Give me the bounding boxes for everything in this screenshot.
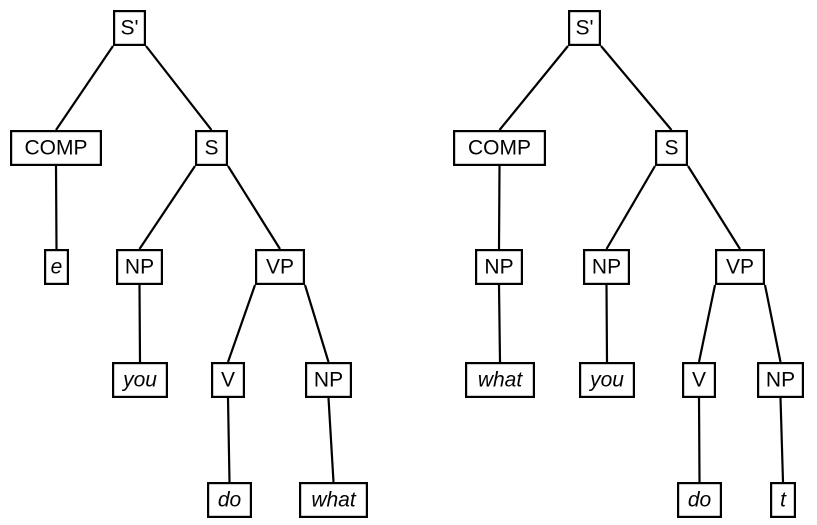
- tree-edge-R-Sbar-to-R-COMP: [498, 45, 569, 131]
- tree-node-l-s[interactable]: S: [195, 130, 229, 167]
- node-box: [681, 362, 716, 399]
- tree-edge-L-NP2-to-L-what: [327, 397, 335, 483]
- tree-edge-R-NP1-to-R-you: [605, 284, 609, 363]
- tree-node-l-np1[interactable]: NP: [115, 249, 163, 286]
- node-box: [111, 362, 168, 399]
- node-box: [578, 362, 635, 399]
- tree-edge-R-VP-to-R-NP2: [763, 284, 782, 363]
- tree-node-l-e[interactable]: e: [43, 249, 69, 286]
- tree-edge-L-VP-to-L-V: [226, 284, 257, 363]
- node-label: NP: [125, 256, 154, 279]
- tree-node-r-np1[interactable]: NP: [582, 249, 630, 286]
- node-box: [207, 482, 253, 519]
- tree-node-r-s[interactable]: S: [654, 130, 688, 167]
- node-box: [43, 249, 69, 286]
- tree-edge-R-S-to-R-VP: [687, 165, 741, 250]
- tree-node-l-np2[interactable]: NP: [305, 362, 353, 399]
- tree-edge-L-NP1-to-L-you: [138, 284, 142, 363]
- node-label: NP: [592, 256, 621, 279]
- tree-edge-L-Sbar-to-L-COMP: [55, 45, 114, 131]
- tree-edge-L-VP-to-L-NP2: [303, 284, 330, 363]
- tree-node-r-vp[interactable]: VP: [714, 249, 765, 286]
- node-label: COMP: [25, 137, 88, 160]
- tree-node-r-v[interactable]: V: [681, 362, 716, 399]
- node-box: [582, 249, 630, 286]
- node-label: t: [780, 489, 787, 512]
- node-label: NP: [766, 369, 795, 392]
- tree-node-r-do[interactable]: do: [676, 482, 722, 519]
- node-box: [453, 130, 547, 167]
- tree-node-l-what[interactable]: what: [299, 482, 369, 519]
- node-box: [10, 130, 103, 167]
- tree-edge-R-S-to-R-NP1: [605, 165, 656, 250]
- node-label: what: [478, 369, 524, 392]
- tree-edge-R-VP-to-R-V: [697, 284, 717, 363]
- node-label: you: [121, 369, 157, 392]
- tree-node-l-comp[interactable]: COMP: [10, 130, 103, 167]
- node-label: S: [204, 137, 218, 160]
- node-box: [299, 482, 369, 519]
- tree-node-r-sbar[interactable]: S': [567, 10, 601, 46]
- tree-edge-L-V-to-L-do: [226, 397, 231, 483]
- tree-node-r-comp[interactable]: COMP: [453, 130, 547, 167]
- node-label: you: [588, 369, 624, 392]
- node-box: [255, 249, 306, 286]
- node-label: S: [664, 137, 678, 160]
- node-box: [115, 249, 163, 286]
- tree-node-l-you[interactable]: you: [111, 362, 168, 399]
- surface-structure-tree: S' COMP S NP NP VP what you V NP do t: [453, 10, 804, 519]
- node-box: [769, 482, 796, 519]
- node-box: [676, 482, 722, 519]
- tree-edge-R-V-to-R-do: [697, 397, 701, 483]
- node-box: [465, 362, 536, 399]
- node-box: [567, 10, 601, 46]
- tree-node-l-do[interactable]: do: [207, 482, 253, 519]
- node-box: [195, 130, 229, 167]
- node-label: do: [218, 489, 242, 512]
- node-label: S': [575, 17, 593, 40]
- tree-edges: [497, 45, 785, 483]
- tree-node-r-t[interactable]: t: [769, 482, 796, 519]
- tree-node-l-v[interactable]: V: [211, 362, 246, 399]
- tree-edge-L-S-to-L-NP1: [138, 165, 196, 250]
- node-box: [654, 130, 688, 167]
- node-label: V: [221, 369, 235, 392]
- node-label: V: [692, 369, 706, 392]
- tree-edge-R-COMP-to-R-NP0: [497, 165, 501, 250]
- tree-node-r-np0[interactable]: NP: [475, 249, 524, 286]
- tree-node-r-what[interactable]: what: [465, 362, 536, 399]
- node-box: [714, 249, 765, 286]
- node-label: e: [51, 256, 63, 279]
- node-label: NP: [484, 256, 513, 279]
- node-box: [756, 362, 804, 399]
- node-box: [475, 249, 524, 286]
- node-label: VP: [726, 256, 754, 279]
- tree-edge-L-Sbar-to-L-S: [145, 45, 213, 131]
- node-box: [211, 362, 246, 399]
- tree-edges: [54, 45, 335, 483]
- tree-node-r-you[interactable]: you: [578, 362, 635, 399]
- tree-edge-L-S-to-L-VP: [227, 165, 281, 250]
- node-label: NP: [314, 369, 343, 392]
- node-box: [305, 362, 353, 399]
- node-label: VP: [266, 256, 294, 279]
- tree-node-l-sbar[interactable]: S': [112, 10, 146, 46]
- tree-edge-R-NP0-to-R-what: [497, 284, 502, 363]
- tree-edge-R-NP2-to-R-t: [779, 397, 785, 483]
- node-label: what: [311, 489, 357, 512]
- tree-edge-R-Sbar-to-R-S: [600, 45, 673, 131]
- tree-node-r-np2[interactable]: NP: [756, 362, 804, 399]
- node-label: S': [120, 17, 138, 40]
- node-box: [112, 10, 146, 46]
- tree-node-l-vp[interactable]: VP: [255, 249, 306, 286]
- node-label: do: [688, 489, 712, 512]
- node-label: COMP: [468, 137, 531, 160]
- tree-edge-L-COMP-to-L-e: [54, 165, 58, 250]
